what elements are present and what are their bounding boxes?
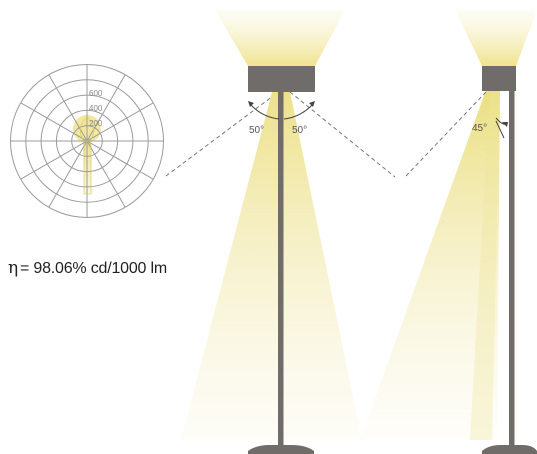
left-downlight-cone [181, 92, 362, 440]
left-angle-arrow-right [309, 101, 315, 107]
right-lamp-pole [509, 91, 515, 447]
right-lamp-base [482, 445, 537, 454]
left-lamp-pole [278, 92, 284, 447]
left-angle-arrow-left [248, 101, 254, 107]
polar-curve [79, 116, 95, 195]
right-angle-arrow [502, 122, 508, 127]
polar-diagram: 600 400 200 [10, 64, 164, 218]
right-downlight-cone [360, 90, 500, 440]
right-angle-tick [495, 120, 505, 139]
polar-ring-label-600: 600 [89, 89, 103, 98]
polar-ring-label-400: 400 [89, 104, 103, 113]
eta-symbol: η [8, 258, 18, 278]
left-beam-edge-dashed [289, 91, 396, 178]
left-angle-label-left: 50° [249, 125, 264, 136]
right-angle-label: 45° [472, 123, 487, 134]
right-beam-edge-dashed [404, 91, 487, 178]
connector-dashed-line [165, 89, 282, 177]
left-lamp-base [248, 445, 314, 454]
polar-ring-label-200: 200 [89, 119, 103, 128]
right-floor-lamp: 45° [360, 10, 537, 454]
right-downlight-core [470, 90, 500, 440]
left-angle-label-right: 50° [292, 125, 307, 136]
efficiency-label: η= 98.06% cd/1000 lm [8, 258, 167, 278]
right-lamp-head [482, 66, 516, 91]
right-uplight-cone [455, 10, 537, 66]
left-lamp-head [248, 66, 315, 92]
left-angle-arc-left [249, 103, 280, 120]
efficiency-value: = 98.06% cd/1000 lm [20, 260, 167, 277]
left-floor-lamp: 50° 50° [181, 10, 396, 454]
left-uplight-cone [215, 10, 345, 66]
left-angle-arc-right [283, 103, 314, 120]
